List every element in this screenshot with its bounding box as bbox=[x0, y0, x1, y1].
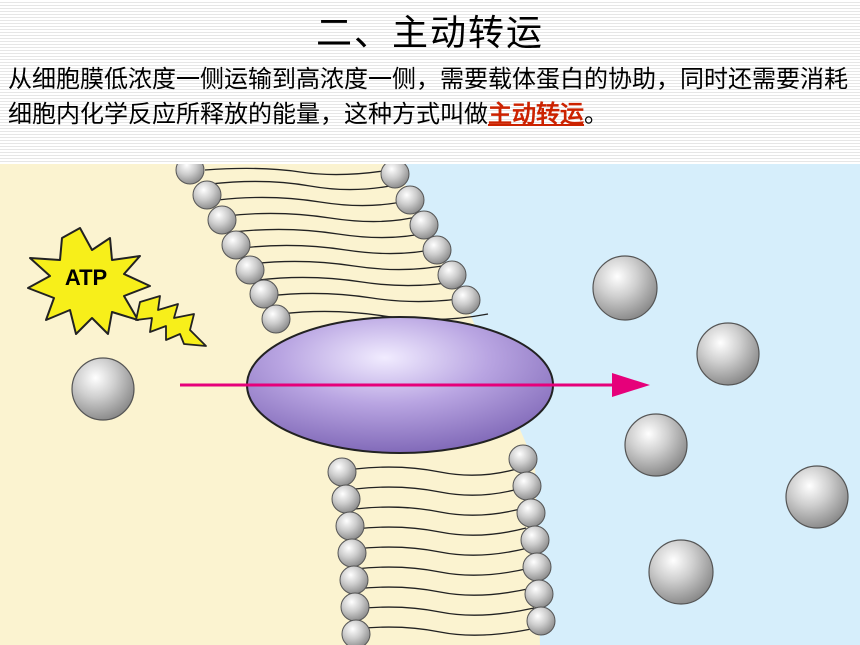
molecule-high-side-3 bbox=[624, 413, 688, 477]
molecule-high-side-4 bbox=[785, 465, 849, 529]
high-concentration-side bbox=[395, 164, 860, 645]
slide-description: 从细胞膜低浓度一侧运输到高浓度一侧，需要载体蛋白的协助，同时还需要消耗细胞内化学… bbox=[8, 62, 854, 132]
molecule-low-side bbox=[71, 357, 135, 421]
upper-left-lipid-heads bbox=[175, 164, 291, 334]
slide-title: 二、主动转运 bbox=[315, 13, 544, 54]
energy-bolt-icon bbox=[135, 295, 207, 347]
upper-lipid-tails bbox=[204, 167, 489, 321]
atp-label: ATP bbox=[65, 265, 107, 290]
slide-header: 二、主动转运 从细胞膜低浓度一侧运输到高浓度一侧，需要载体蛋白的协助，同时还需要… bbox=[0, 0, 860, 164]
description-end: 。 bbox=[584, 100, 608, 128]
molecule-high-side-5 bbox=[648, 539, 714, 605]
description-text: 从细胞膜低浓度一侧运输到高浓度一侧，需要载体蛋白的协助，同时还需要消耗细胞内化学… bbox=[8, 65, 848, 128]
upper-right-lipid-heads bbox=[380, 164, 481, 315]
molecule-high-side-2 bbox=[696, 322, 760, 386]
lower-lipid-tails bbox=[354, 466, 537, 636]
transport-arrowhead bbox=[612, 373, 650, 397]
active-transport-diagram: ATP bbox=[0, 164, 860, 645]
atp-starburst-icon bbox=[27, 227, 151, 335]
molecule-high-side-1 bbox=[592, 255, 658, 321]
active-transport-term: 主动转运 bbox=[488, 100, 584, 128]
lower-left-lipid-heads bbox=[327, 457, 371, 645]
lower-right-lipid-heads bbox=[508, 444, 556, 636]
